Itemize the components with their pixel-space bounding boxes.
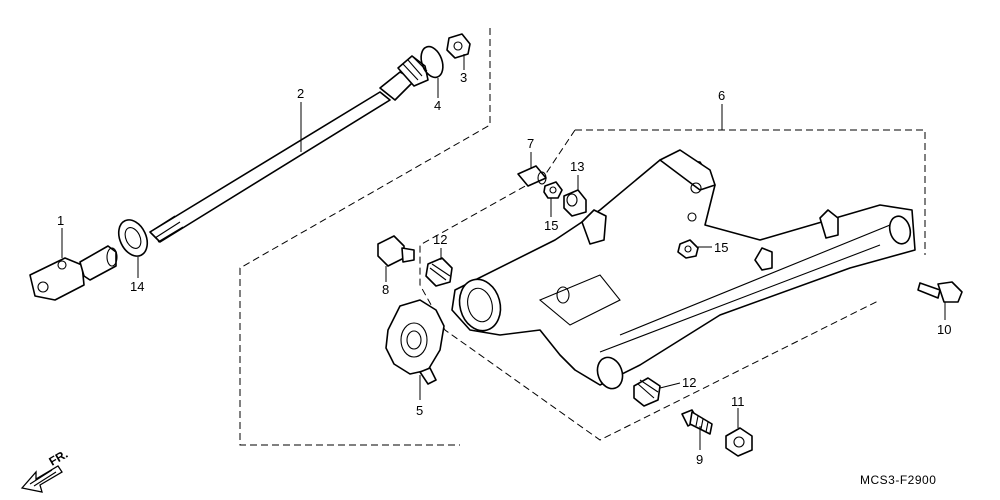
nut-upper — [543, 181, 563, 199]
part-label-12-upper: 12 — [433, 232, 447, 247]
part-label-15-right: 15 — [714, 240, 728, 255]
part-label-13: 13 — [570, 159, 584, 174]
dust-cover — [385, 299, 445, 385]
part-label-15-upper: 15 — [544, 218, 558, 233]
bolt — [917, 281, 963, 303]
part-label-10: 10 — [937, 322, 951, 337]
assembly-outline-shaft — [239, 28, 491, 446]
pivot-plug — [377, 235, 415, 267]
part-label-12-lower: 12 — [682, 375, 696, 390]
pinion-nut — [446, 33, 471, 59]
part-label-14: 14 — [130, 279, 144, 294]
part-label-1: 1 — [57, 213, 64, 228]
pivot-bolt — [681, 409, 713, 435]
drive-shaft — [149, 55, 429, 243]
part-label-2: 2 — [297, 86, 304, 101]
universal-joint — [29, 245, 118, 301]
circlip — [420, 45, 444, 79]
pivot-locknut-upper — [425, 257, 453, 287]
front-direction-arrow — [20, 465, 63, 493]
nut-right — [677, 239, 699, 259]
part-label-6: 6 — [718, 88, 725, 103]
part-label-9: 9 — [696, 452, 703, 467]
locknut — [725, 427, 753, 457]
front-direction-label: FR. — [47, 447, 71, 469]
swingarm — [451, 149, 916, 390]
collar — [517, 165, 547, 187]
part-label-7: 7 — [527, 136, 534, 151]
part-label-11: 11 — [731, 394, 745, 409]
part-label-3: 3 — [460, 70, 467, 85]
part-label-5: 5 — [416, 403, 423, 418]
oil-seal — [117, 219, 149, 257]
assembly-outline-swingarm — [419, 129, 926, 441]
bushing — [563, 189, 587, 217]
drawing-code: MCS3-F2900 — [860, 473, 936, 487]
part-label-8: 8 — [382, 282, 389, 297]
leader-lines — [61, 54, 946, 450]
part-label-4: 4 — [434, 98, 441, 113]
pivot-locknut-lower — [633, 377, 661, 407]
